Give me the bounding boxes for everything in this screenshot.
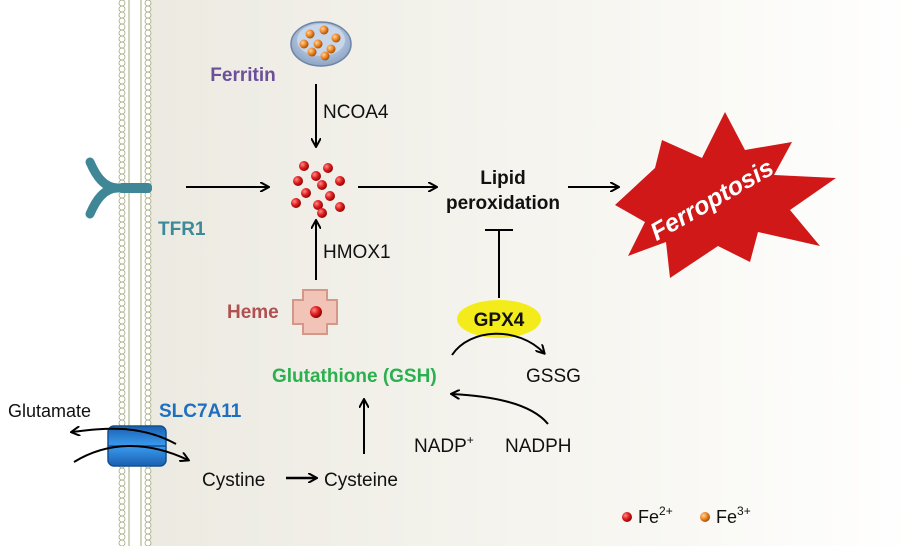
hmox1-label: HMOX1 [323,242,391,263]
glutamate-export-arrow [72,429,177,445]
heme-icon [292,289,338,335]
gssg-label: GSSG [526,366,581,387]
slc7a11-label: SLC7A11 [159,401,242,422]
heme-label: Heme [227,302,279,323]
gpx4-label: GPX4 [474,310,525,331]
gsh-to-gssg-arrow [451,332,544,356]
cell-background [150,0,914,546]
fe3-legend-label: Fe3+ [716,504,751,527]
ncoa4-label: NCOA4 [323,102,389,123]
lipid-peroxidation-label-line1: Lipid [480,168,525,189]
nadp-label: NADP+ [414,433,474,457]
legend: Fe2+ Fe3+ [622,504,751,527]
gsh-label: Glutathione (GSH) [272,366,437,387]
ferroptosis-burst: Ferroptosis [615,112,836,278]
ferritin-label: Ferritin [210,65,275,86]
nadph-label: NADPH [505,436,572,457]
cystine-import-arrow [73,445,188,463]
gpx4-inhibition [485,229,513,298]
tfr1-label: TFR1 [158,219,206,240]
tfr1-receptor-icon [85,157,152,219]
cystine-label: Cystine [202,470,265,491]
fe3-legend-dot [700,512,710,522]
ferritin-icon [290,21,352,67]
fe2-legend-label: Fe2+ [638,504,673,527]
fe2-legend-dot [622,512,632,522]
gpx4-highlight [457,300,541,338]
nadph-to-nadp-arrow [452,394,549,425]
lipid-peroxidation-label-line2: peroxidation [446,193,560,214]
glutamate-label: Glutamate [8,401,91,421]
iron-pool-icon [291,161,345,218]
cysteine-label: Cysteine [324,470,398,491]
